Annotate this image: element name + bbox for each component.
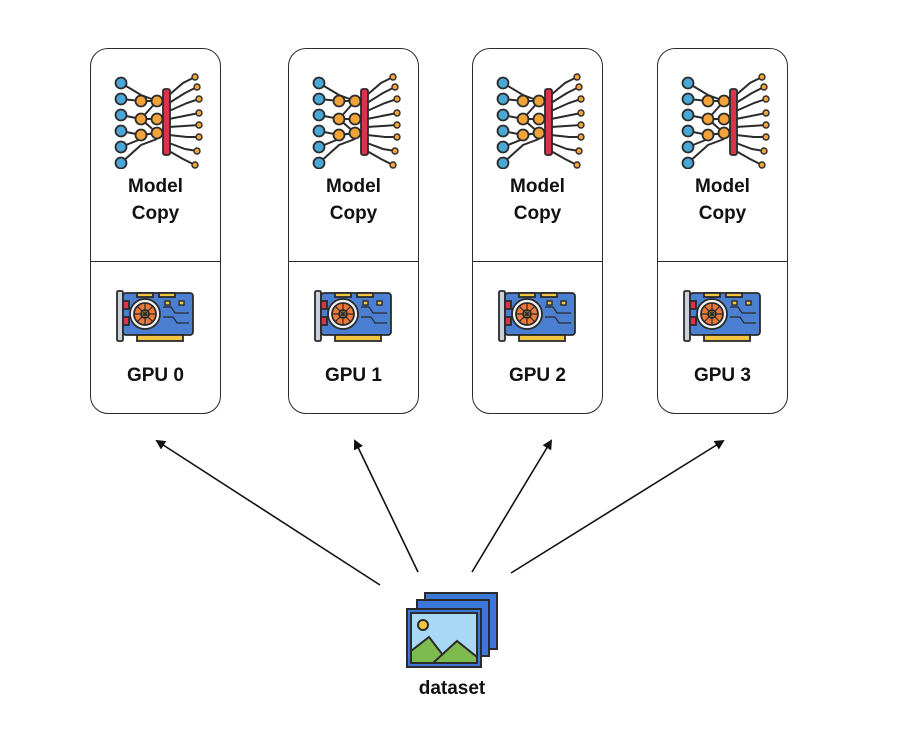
image-stack-icon [406,592,498,668]
arrow-to-gpu-3 [510,439,725,574]
arrow-to-gpu-0 [155,439,381,586]
gpu-label: GPU 0 [126,365,185,386]
gpu-label: GPU 2 [508,365,567,386]
dataset-label: dataset [418,678,486,699]
node-divider [658,261,787,262]
node-divider [473,261,602,262]
gpu-label: GPU 1 [324,365,383,386]
arrow-to-gpu-2 [471,439,553,573]
node-divider [289,261,418,262]
arrow-to-gpu-1 [353,439,419,573]
node-divider [91,261,220,262]
gpu-label: GPU 3 [693,365,752,386]
